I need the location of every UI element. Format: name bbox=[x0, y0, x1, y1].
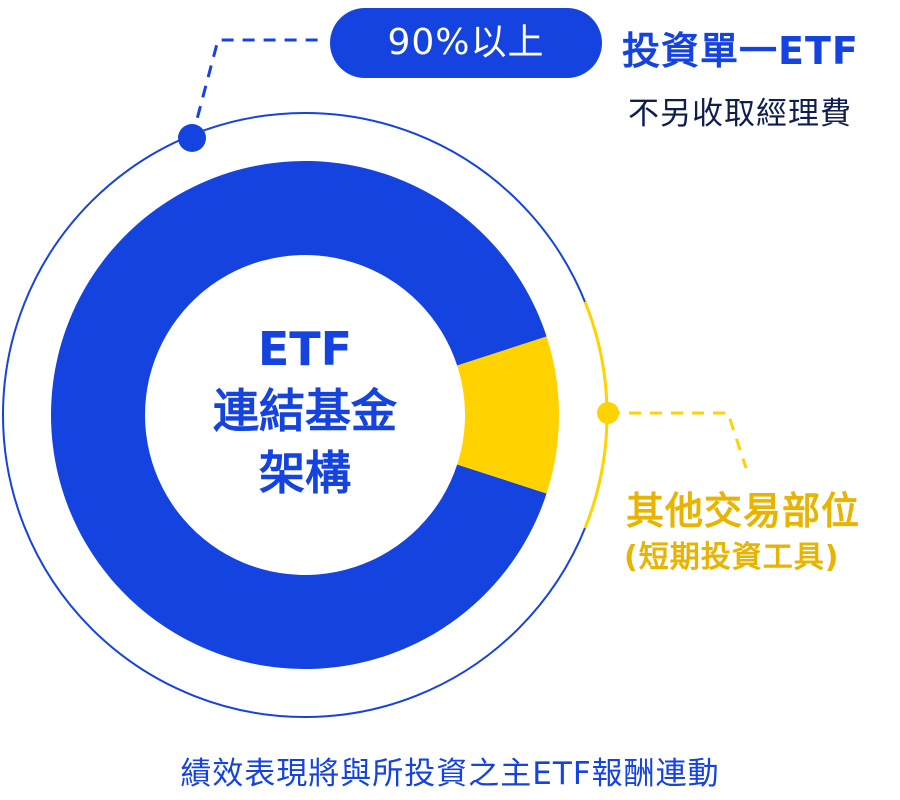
main-callout-leader-line bbox=[190, 38, 318, 139]
center-label-line-1: ETF bbox=[257, 322, 353, 376]
center-label: ETF 連結基金 架構 bbox=[185, 318, 425, 504]
other-callout-dot bbox=[597, 402, 619, 424]
other-callout-title: 其他交易部位 bbox=[626, 489, 861, 533]
other-callout-subtitle: (短期投資工具) bbox=[624, 540, 840, 575]
center-label-line-3: 架構 bbox=[259, 446, 351, 500]
percentage-badge: 90%以上 bbox=[330, 8, 602, 78]
bottom-caption: 績效表現將與所投資之主ETF報酬連動 bbox=[180, 756, 720, 792]
donut-slice-main bbox=[51, 161, 547, 669]
other-callout-leader-line bbox=[608, 411, 748, 469]
main-callout-title: 投資單一ETF bbox=[622, 29, 859, 73]
center-label-line-2: 連結基金 bbox=[213, 384, 397, 438]
main-callout-dot bbox=[178, 124, 206, 152]
main-callout-subtitle: 不另收取經理費 bbox=[628, 96, 852, 132]
donut-slice-other bbox=[457, 336, 559, 494]
